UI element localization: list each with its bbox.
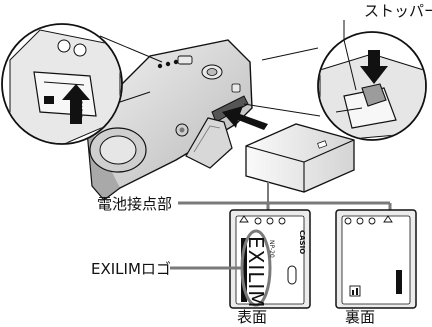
zoom-circle-left: CASIO: [1, 23, 163, 145]
battery-cover-door: [185, 117, 233, 169]
label-back-side: 裏面: [345, 308, 376, 326]
label-front-side: 表面: [237, 308, 268, 326]
stopper-leader: [343, 20, 357, 91]
battery-brand-text: CASIO: [298, 230, 306, 254]
insert-arrow-main: [222, 106, 268, 130]
label-stopper: ストッパー: [364, 2, 432, 20]
battery-back: [335, 209, 417, 309]
loose-battery: [245, 123, 355, 193]
camera-body: [85, 39, 253, 201]
battery-front: [229, 209, 311, 309]
press-arrow-right: [360, 50, 388, 84]
label-battery-contacts: 電池接点部: [97, 195, 173, 213]
zoom-circle-right: [243, 31, 427, 141]
label-exilim-logo: EXILIMロゴ: [91, 260, 171, 278]
insert-arrow-left: [62, 84, 90, 124]
contacts-leader: [178, 182, 392, 210]
battery-model-text: NP-20: [268, 240, 275, 258]
battery-logo-text: EXILIM: [244, 236, 268, 309]
stopper-latch: [361, 83, 387, 107]
